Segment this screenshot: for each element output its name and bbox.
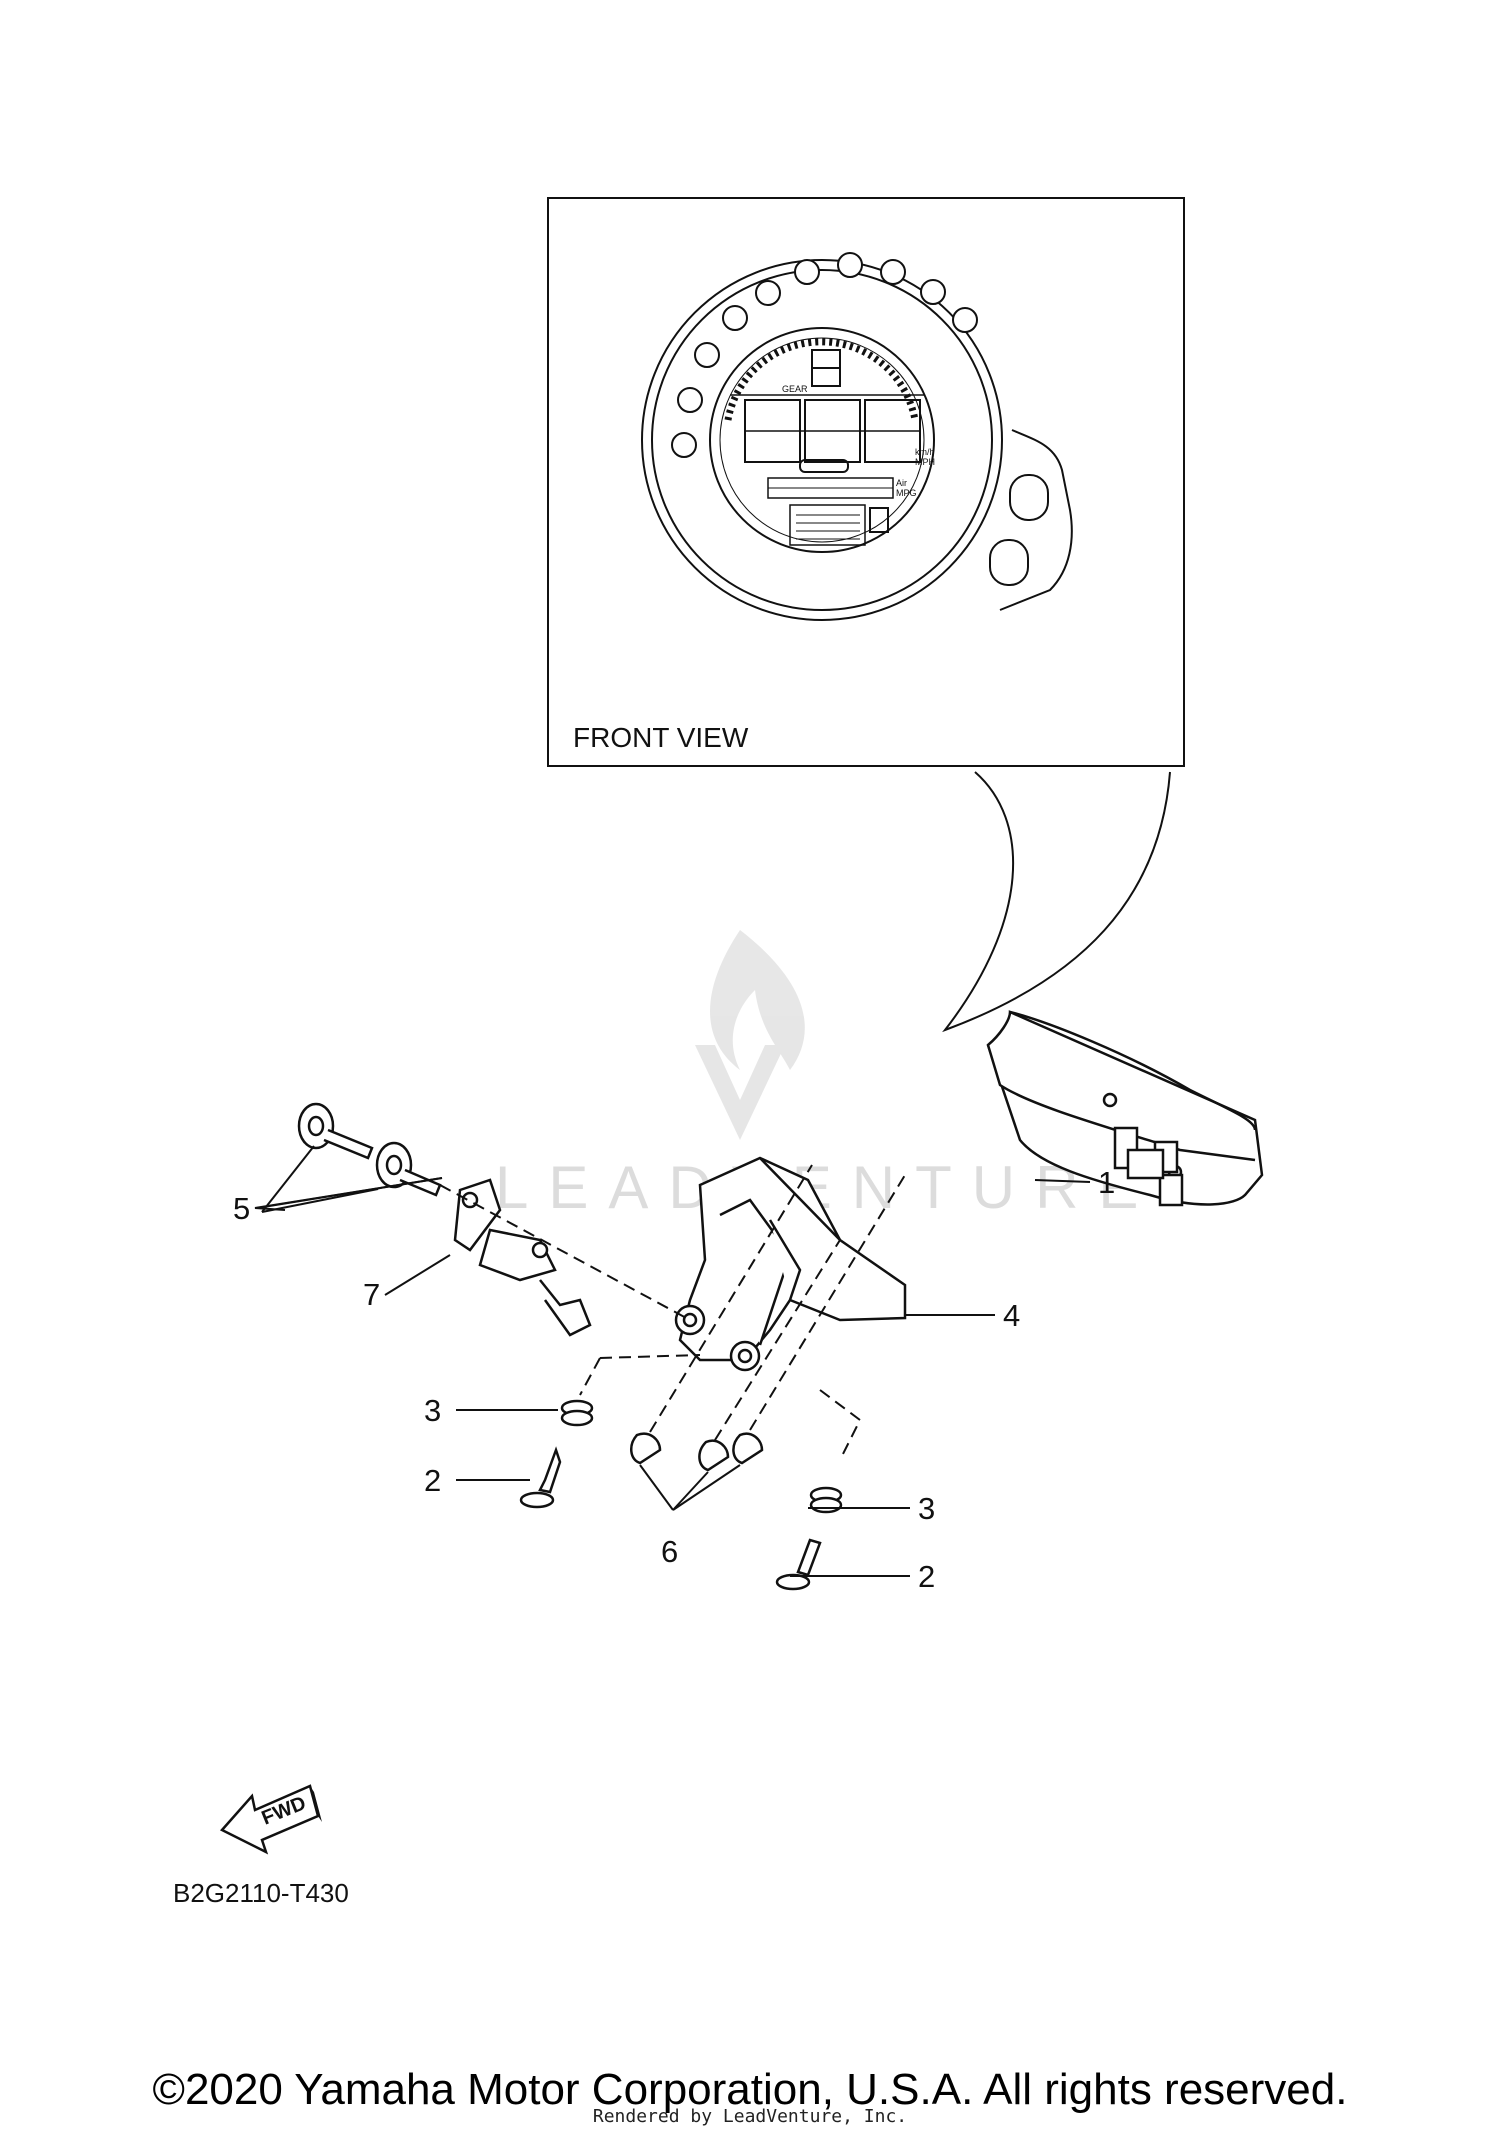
copyright-notice: ©2020 Yamaha Motor Corporation, U.S.A. A… bbox=[152, 2065, 1348, 2114]
callout-6: 6 bbox=[661, 1534, 678, 1569]
meter-assembly bbox=[986, 1010, 1264, 1207]
assembly-lines bbox=[439, 1164, 906, 1461]
inset-leader bbox=[942, 771, 1171, 1033]
gauge-gear-label: GEAR bbox=[782, 384, 808, 394]
oil-icon bbox=[722, 305, 748, 331]
rendered-by-note: Rendered by LeadVenture, Inc. bbox=[592, 2106, 908, 2127]
right-turn-icon bbox=[920, 279, 946, 305]
callout-2-left: 2 bbox=[424, 1463, 441, 1498]
gauge-unit-mpg: MPG bbox=[896, 488, 917, 498]
front-view-label: FRONT VIEW bbox=[573, 722, 749, 753]
stay bbox=[453, 1178, 592, 1337]
callout-3-left: 3 bbox=[424, 1393, 441, 1428]
small-parts bbox=[519, 1399, 843, 1591]
abs-icon bbox=[671, 432, 697, 458]
callout-2-right: 2 bbox=[918, 1559, 935, 1594]
gauge-front bbox=[641, 259, 1073, 621]
left-turn-icon bbox=[794, 259, 820, 285]
key-icon bbox=[952, 307, 978, 333]
neutral-icon bbox=[837, 252, 863, 278]
gauge-unit-mph: MPH bbox=[915, 457, 935, 467]
front-view-inset: FRONT VIEW bbox=[547, 197, 1185, 767]
leader-lines bbox=[254, 1145, 1091, 1577]
callout-5: 5 bbox=[233, 1191, 250, 1226]
callout-3-right: 3 bbox=[918, 1491, 935, 1526]
watermark: LEADVENTURE bbox=[495, 930, 1138, 1221]
engine-check-icon bbox=[677, 387, 703, 413]
callout-1: 1 bbox=[1098, 1165, 1115, 1200]
part-code: B2G2110-T430 bbox=[173, 1878, 349, 1908]
gauge-unit-kmh: km/h bbox=[915, 447, 935, 457]
traction-icon bbox=[755, 280, 781, 306]
fwd-arrow-icon: FWD bbox=[219, 1784, 322, 1855]
bracket bbox=[674, 1156, 907, 1372]
gauge-unit-air: Air bbox=[896, 478, 907, 488]
coolant-temp-icon bbox=[694, 342, 720, 368]
callout-4: 4 bbox=[1003, 1298, 1020, 1333]
high-beam-icon bbox=[880, 259, 906, 285]
callout-7: 7 bbox=[363, 1277, 380, 1312]
